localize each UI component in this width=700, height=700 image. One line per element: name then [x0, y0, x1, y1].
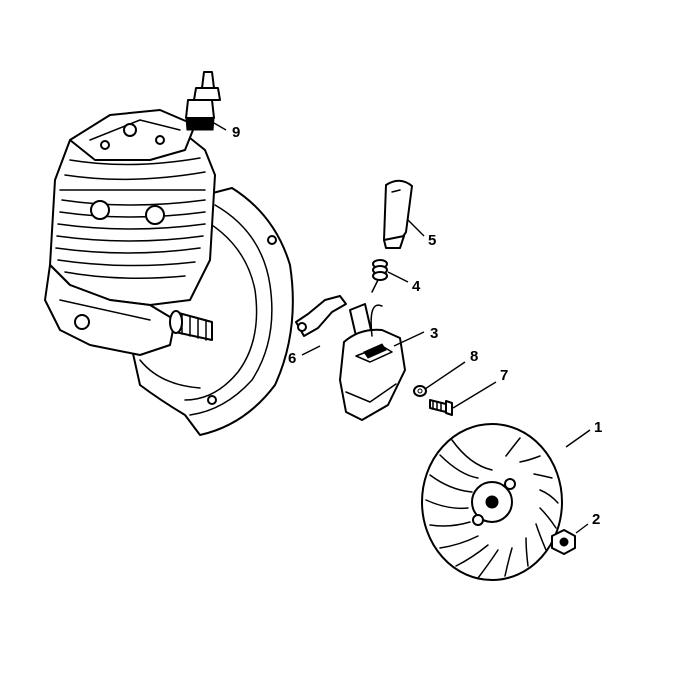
- callout-5: 5: [428, 232, 436, 249]
- leader-line-1: [565, 429, 591, 448]
- leader-line-7: [452, 381, 497, 409]
- spark-plug-boot: [383, 179, 413, 249]
- callout-3: 3: [430, 325, 438, 342]
- callout-8: 8: [470, 348, 478, 365]
- callout-2: 2: [592, 511, 600, 528]
- washer: [413, 385, 427, 397]
- callout-4: 4: [412, 278, 421, 295]
- screw: [429, 399, 453, 416]
- boot-spring: [371, 259, 388, 293]
- leader-line-9: [213, 122, 227, 131]
- leader-line-6: [301, 345, 321, 356]
- callout-9: 9: [232, 124, 240, 141]
- leader-line-8: [424, 361, 466, 390]
- flywheel-nut: [551, 529, 576, 555]
- callout-7: 7: [500, 367, 508, 384]
- leader-line-5: [407, 219, 425, 237]
- flywheel: [421, 423, 563, 581]
- engine-cylinder-assembly: [44, 109, 294, 436]
- callout-1: 1: [594, 419, 602, 436]
- leader-line-2: [575, 523, 589, 534]
- leader-lines: [213, 122, 591, 534]
- spark-plug: [185, 71, 221, 131]
- leader-line-4: [387, 271, 409, 283]
- ground-bracket: [295, 295, 347, 337]
- callout-labels: 9 5 4 3 6 8 7 1 2: [232, 124, 602, 528]
- leader-line-3: [393, 331, 425, 347]
- ignition-module: [339, 303, 406, 421]
- callout-6: 6: [288, 350, 296, 367]
